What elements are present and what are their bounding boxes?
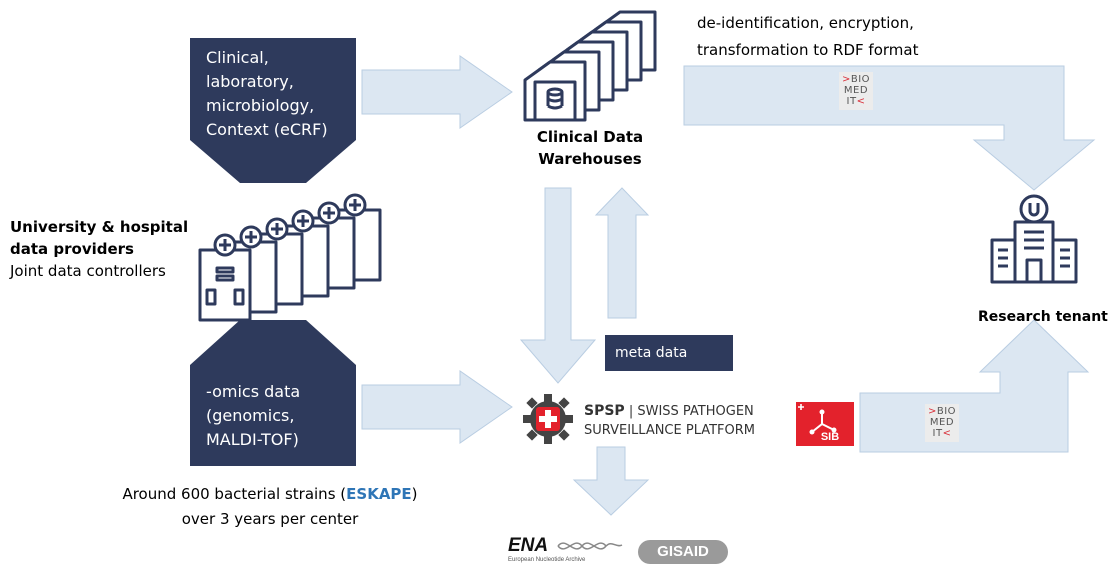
arrow-warehouse-to-spsp	[519, 187, 597, 384]
providers-subtitle: Joint data controllers	[10, 262, 166, 280]
biomedit-bottom-line-3: IT	[932, 428, 943, 439]
clinical-line-1: Clinical,	[206, 48, 269, 67]
transform-label: de-identification, encryption, transform…	[697, 10, 918, 64]
arrow-clinical-to-warehouse	[361, 55, 513, 129]
sib-label: SIB	[820, 431, 840, 443]
gisaid-label: GISAID	[657, 543, 709, 560]
clinical-data-text: Clinical, laboratory, microbiology, Cont…	[206, 46, 356, 142]
clinical-line-3: microbiology,	[206, 96, 315, 115]
spsp-name-2: SURVEILLANCE PLATFORM	[584, 423, 756, 438]
gisaid-badge	[638, 540, 728, 564]
warehouse-label-2: Warehouses	[538, 150, 642, 168]
omics-line-1: -omics data	[206, 382, 301, 401]
clinical-line-2: laboratory,	[206, 72, 294, 91]
arrow-spsp-to-warehouse	[594, 187, 650, 319]
arrow-spsp-to-archives	[572, 446, 650, 516]
sib-logo-icon	[796, 402, 854, 446]
clinical-data-box	[190, 38, 356, 183]
clinical-line-4: Context (eCRF)	[206, 120, 328, 139]
arrow-spsp-to-research	[859, 319, 1090, 453]
providers-title-2: data providers	[10, 240, 134, 258]
ena-label: ENA	[508, 535, 549, 556]
omics-data-text: -omics data (genomics, MALDI-TOF)	[206, 380, 356, 452]
research-label: Research tenant	[978, 309, 1108, 325]
biomedit-bottom-line-1: BIO	[936, 406, 957, 417]
spsp-label: SPSP | SWISS PATHOGEN SURVEILLANCE PLATF…	[584, 402, 755, 440]
strains-label: Around 600 bacterial strains (ESKAPE) ov…	[80, 482, 460, 532]
ena-helix-icon	[557, 542, 623, 550]
biomedit-top-line-3: IT	[846, 96, 857, 107]
omics-line-3: MALDI-TOF)	[206, 430, 299, 449]
transform-line-1: de-identification, encryption,	[697, 14, 914, 32]
metadata-box: meta data	[605, 335, 733, 371]
spsp-name: | SWISS PATHOGEN	[628, 404, 754, 419]
metadata-label: meta data	[615, 345, 688, 361]
biomedit-top-line-1: BIO	[850, 74, 871, 85]
strains-line-2: over 3 years per center	[181, 510, 359, 528]
providers-title-1: University & hospital	[10, 218, 189, 236]
ena-sub-label: European Nucleotide Archive	[508, 557, 586, 563]
ena-logo-text: ENA European Nucleotide Archive	[508, 536, 585, 564]
hospitals-icon	[198, 193, 382, 322]
transform-line-2: transformation to RDF format	[697, 41, 919, 59]
omics-line-2: (genomics,	[206, 406, 295, 425]
warehouse-icon	[523, 10, 657, 122]
strains-suffix: )	[411, 485, 418, 503]
arrow-omics-to-spsp	[361, 370, 513, 444]
biomedit-logo-bottom: >BIO MED IT<	[925, 404, 959, 442]
biomedit-logo-top: >BIO MED IT<	[839, 72, 873, 110]
spsp-abbr: SPSP	[584, 403, 625, 419]
arrow-warehouse-to-research	[683, 65, 1096, 191]
research-building-icon	[990, 194, 1078, 284]
strains-prefix: Around 600 bacterial strains (	[122, 485, 347, 503]
omics-data-box	[190, 320, 356, 466]
warehouse-label-1: Clinical Data	[536, 128, 644, 146]
eskape-highlight: ESKAPE	[346, 485, 412, 503]
spsp-logo-icon	[523, 394, 573, 444]
providers-label: University & hospital data providers Joi…	[10, 216, 188, 282]
warehouse-label: Clinical Data Warehouses	[520, 126, 660, 170]
biomedit-bottom-line-2: MED	[929, 417, 955, 428]
biomedit-top-line-2: MED	[843, 85, 869, 96]
